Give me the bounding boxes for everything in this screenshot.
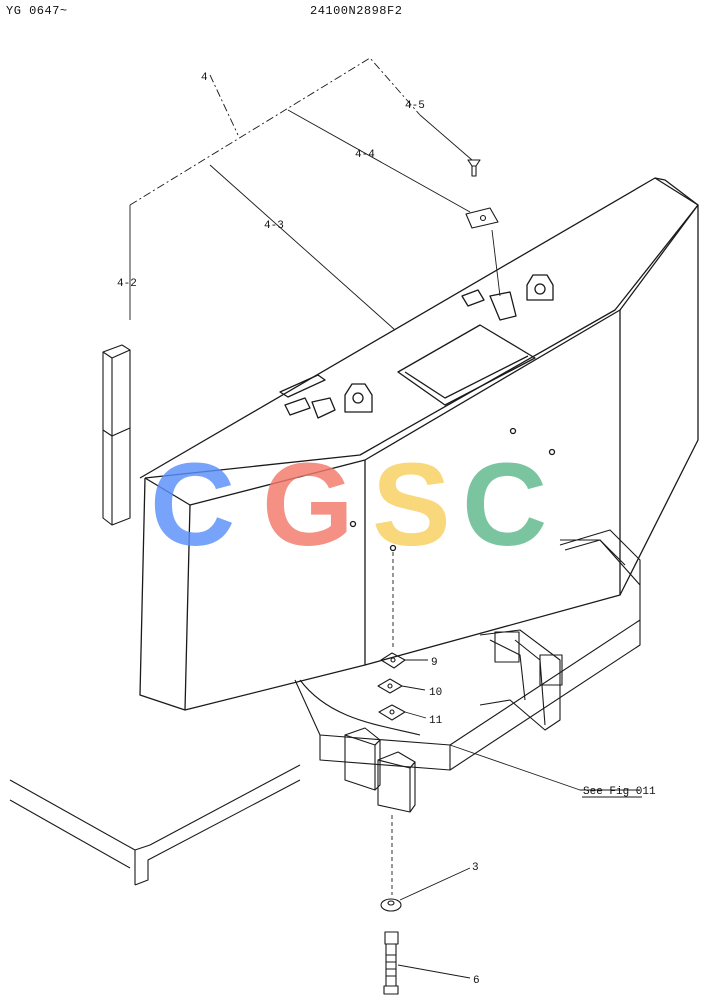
- callout-4-4: 4-4: [355, 149, 375, 161]
- callout-4-3: 4-3: [264, 220, 284, 232]
- washer-3: [380, 898, 402, 912]
- callout-9: 9: [431, 657, 438, 669]
- callout-11: 11: [429, 715, 443, 727]
- bolt-6: [383, 931, 399, 995]
- callout-4: 4: [201, 72, 208, 84]
- watermark-letter-s: S: [372, 439, 451, 571]
- drawing-number: 24100N2898F2: [310, 4, 403, 18]
- part-4-4-plate: [465, 207, 499, 229]
- callout-10: 10: [429, 687, 442, 699]
- stack-centerline: [391, 552, 394, 895]
- base-frame: [9, 764, 301, 886]
- shim-10: [377, 678, 403, 694]
- callout-4-5: 4-5: [405, 100, 425, 112]
- watermark-letter-c2: C: [462, 439, 547, 571]
- watermark-letter-g: G: [262, 439, 354, 571]
- counterweight: [139, 177, 699, 711]
- part-4-2-block: [102, 344, 131, 526]
- model-code: YG 0647~: [6, 4, 68, 18]
- group-bracket-4: [129, 57, 421, 206]
- callout-3: 3: [472, 862, 479, 874]
- see-fig-reference: See Fig 011: [583, 786, 656, 798]
- cgsc-watermark: C G S C: [150, 439, 547, 571]
- carrier-frame: [294, 529, 641, 813]
- part-4-5-bolt: [467, 159, 481, 177]
- callout-4-2: 4-2: [117, 278, 137, 290]
- shim-11: [378, 704, 406, 721]
- watermark-letter-c1: C: [150, 439, 235, 571]
- callout-6: 6: [473, 975, 480, 987]
- leader-lines: [129, 109, 640, 979]
